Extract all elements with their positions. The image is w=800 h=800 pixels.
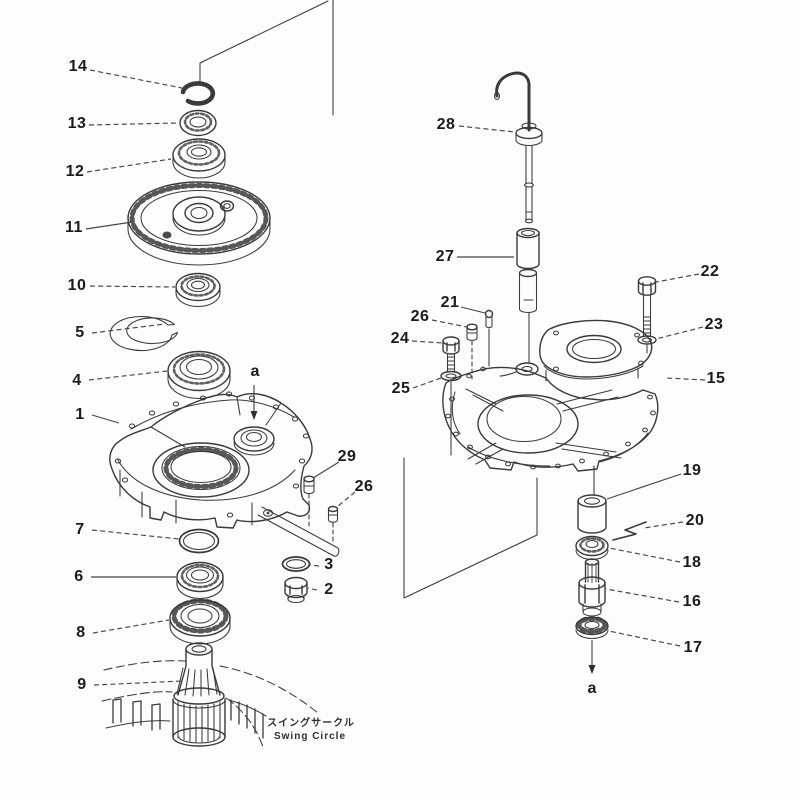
part-label-8: 8 (76, 624, 85, 641)
part-label-1: 1 (75, 406, 84, 423)
leader-line-28 (458, 125, 516, 133)
part-label-18: 18 (683, 554, 702, 571)
leader-line-4 (88, 370, 168, 381)
part-14-snap-ring (180, 81, 216, 106)
leader-line-5 (91, 323, 166, 334)
leader-line-9 (93, 680, 184, 686)
leader-line-22 (655, 273, 700, 283)
part-label-3: 3 (324, 556, 333, 573)
part-label-5: 5 (75, 324, 84, 341)
part-15-swing-machinery-cover (442, 319, 659, 472)
part-label-2: 2 (324, 581, 333, 598)
leader-line-8 (92, 619, 170, 634)
leader-line-20 (643, 521, 684, 529)
part-12-bearing (172, 138, 226, 179)
caption-english: Swing Circle (274, 731, 346, 742)
part-label-21: 21 (441, 294, 460, 311)
callout-layer: 1413121110541768929263228272126242522231… (65, 58, 725, 697)
part-label-24: 24 (391, 330, 410, 347)
leader-line-13 (88, 122, 178, 126)
leader-line-19 (606, 473, 682, 500)
part-8-bearing (169, 598, 231, 645)
part-4-bearing (167, 350, 231, 399)
part-label-13: 13 (68, 115, 87, 132)
part-28-dipstick (493, 71, 543, 224)
part-label-19: 19 (683, 462, 702, 479)
part-label-10: 10 (68, 277, 87, 294)
caption-japanese: スイングサークル (267, 716, 355, 729)
leader-line-16 (605, 588, 680, 603)
part-label-9: 9 (77, 676, 86, 693)
part-1-swing-machinery-case (109, 391, 340, 557)
reference-lines (199, 0, 538, 599)
part-22-bolt (637, 276, 657, 337)
part-23-washer (637, 335, 657, 354)
part-13-bearing (179, 109, 217, 137)
leader-line-14 (89, 69, 183, 89)
part-20-cotter-pin (612, 521, 647, 541)
part-label-14: 14 (69, 58, 88, 75)
part-label-20: 20 (686, 512, 705, 529)
part-10-bearing (175, 272, 221, 308)
part-label-17: 17 (684, 639, 703, 656)
part-16-valve-fitting (578, 558, 606, 617)
part-label-22: 22 (701, 263, 720, 280)
leader-line-24 (411, 340, 444, 344)
part-label-27: 27 (436, 248, 455, 265)
part-24-bolt (442, 336, 460, 372)
part-label-4: 4 (72, 372, 81, 389)
leader-line-7 (91, 529, 180, 540)
part-2-drain-plug (284, 576, 308, 604)
part-label-25: 25 (392, 380, 411, 397)
leader-line-18 (608, 547, 681, 563)
part-19-collar (577, 465, 607, 534)
leader-line-23 (655, 326, 704, 340)
part-6-bearing (176, 561, 224, 599)
part-29-plug (303, 475, 315, 527)
part-3-gasket (281, 556, 311, 572)
leader-line-10 (89, 285, 176, 288)
insert-direction-left-arrowhead (250, 411, 258, 420)
swing-circle-gear-arcs (101, 660, 319, 748)
part-label-15: 15 (707, 370, 726, 387)
part-9-swing-pinion-shaft (172, 642, 226, 747)
leader-line-2 (307, 587, 318, 591)
part-label-12: 12 (66, 163, 85, 180)
part-label-29: 29 (338, 448, 357, 465)
part-27-dipstick-guide-tube (516, 227, 540, 363)
leader-line-17 (608, 630, 681, 647)
leader-line-21 (460, 306, 486, 314)
insert-direction-right-letter: a (588, 680, 597, 697)
leader-line-1 (91, 414, 120, 424)
part-18-bearing-washer (575, 535, 609, 561)
part-label-16: 16 (683, 593, 702, 610)
leader-line-25 (412, 377, 442, 389)
part-11-swing-gear (127, 181, 271, 266)
part-label-11: 11 (65, 219, 83, 236)
part-21-pin (484, 309, 494, 367)
leader-line-12 (86, 158, 172, 173)
part-label-6: 6 (74, 568, 83, 585)
leader-line-26-cover (431, 319, 468, 328)
part-label-23: 23 (705, 316, 724, 333)
leader-line-26-case (336, 491, 356, 508)
leader-line-11 (85, 221, 133, 230)
leader-line-15 (666, 377, 706, 381)
part-5-snap-ring (109, 315, 179, 351)
leader-line-29 (312, 461, 340, 479)
part-label-28: 28 (437, 116, 456, 133)
part-label-26-cover: 26 (411, 308, 430, 325)
part-label-26-case: 26 (355, 478, 374, 495)
part-7-o-ring (178, 528, 220, 554)
leader-line-3 (309, 564, 320, 567)
part-26-case-plug (327, 505, 339, 544)
insert-direction-right-arrowhead (588, 665, 596, 674)
insert-direction-left-letter: a (251, 363, 260, 380)
part-label-7: 7 (75, 521, 84, 538)
part-17-slotted-nut (575, 616, 609, 640)
